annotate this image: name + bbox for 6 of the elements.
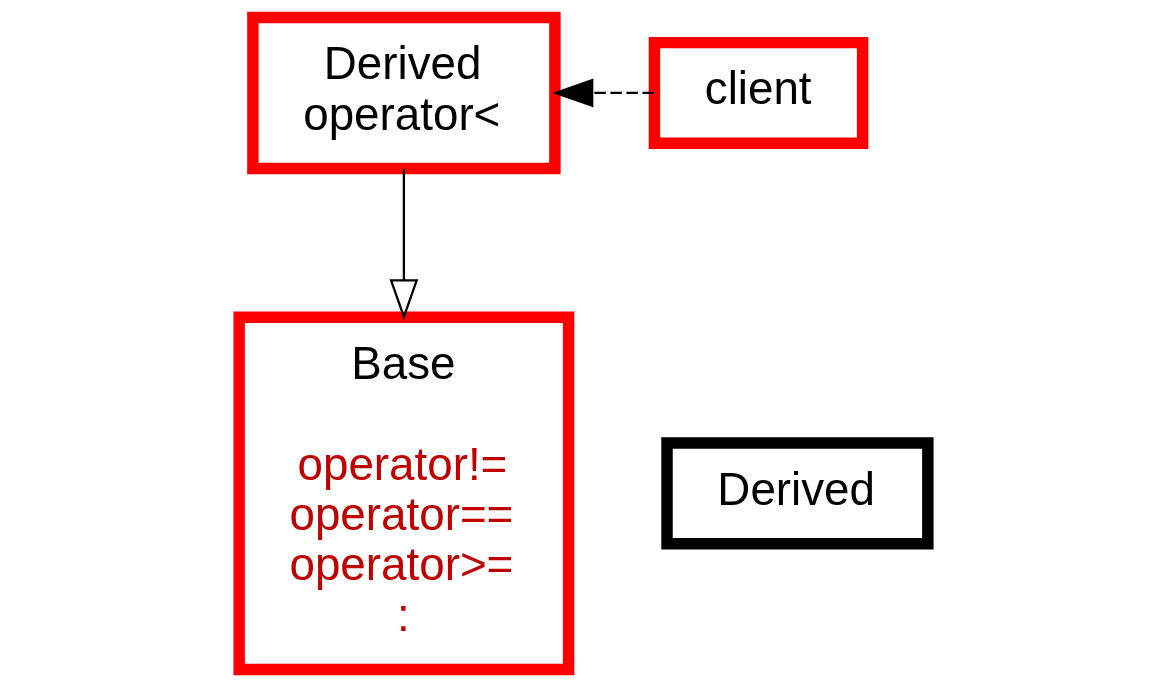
- node-box: Base operator!= operator== operator>= :: [232, 311, 574, 676]
- arrow: [551, 78, 654, 108]
- node-box: Derived operator<: [246, 11, 561, 175]
- node-box: Derived: [660, 437, 934, 550]
- arrow: [388, 168, 418, 321]
- node-box: client: [648, 36, 868, 149]
